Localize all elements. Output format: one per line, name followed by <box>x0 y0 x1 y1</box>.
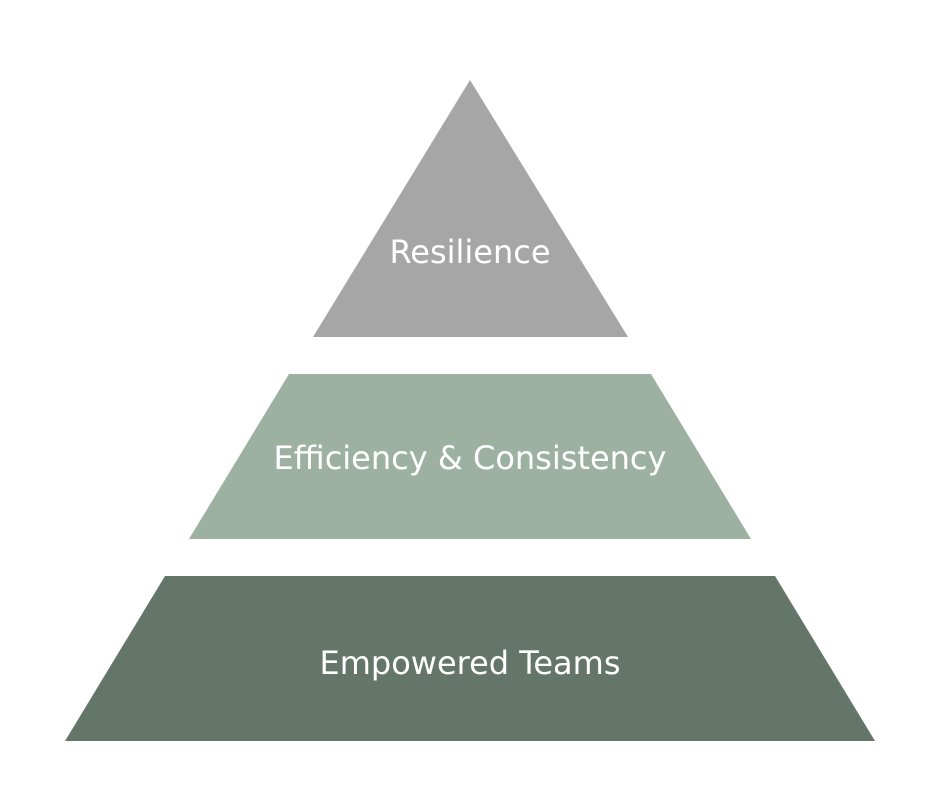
tier-label-empowered-teams: Empowered Teams <box>319 644 620 682</box>
pyramid-tier-middle <box>189 374 751 539</box>
tier-label-resilience: Resilience <box>389 233 550 271</box>
pyramid-tier-bottom <box>65 576 875 741</box>
tier-label-efficiency-consistency: Efficiency & Consistency <box>274 439 667 477</box>
pyramid-tier-top <box>313 80 628 337</box>
